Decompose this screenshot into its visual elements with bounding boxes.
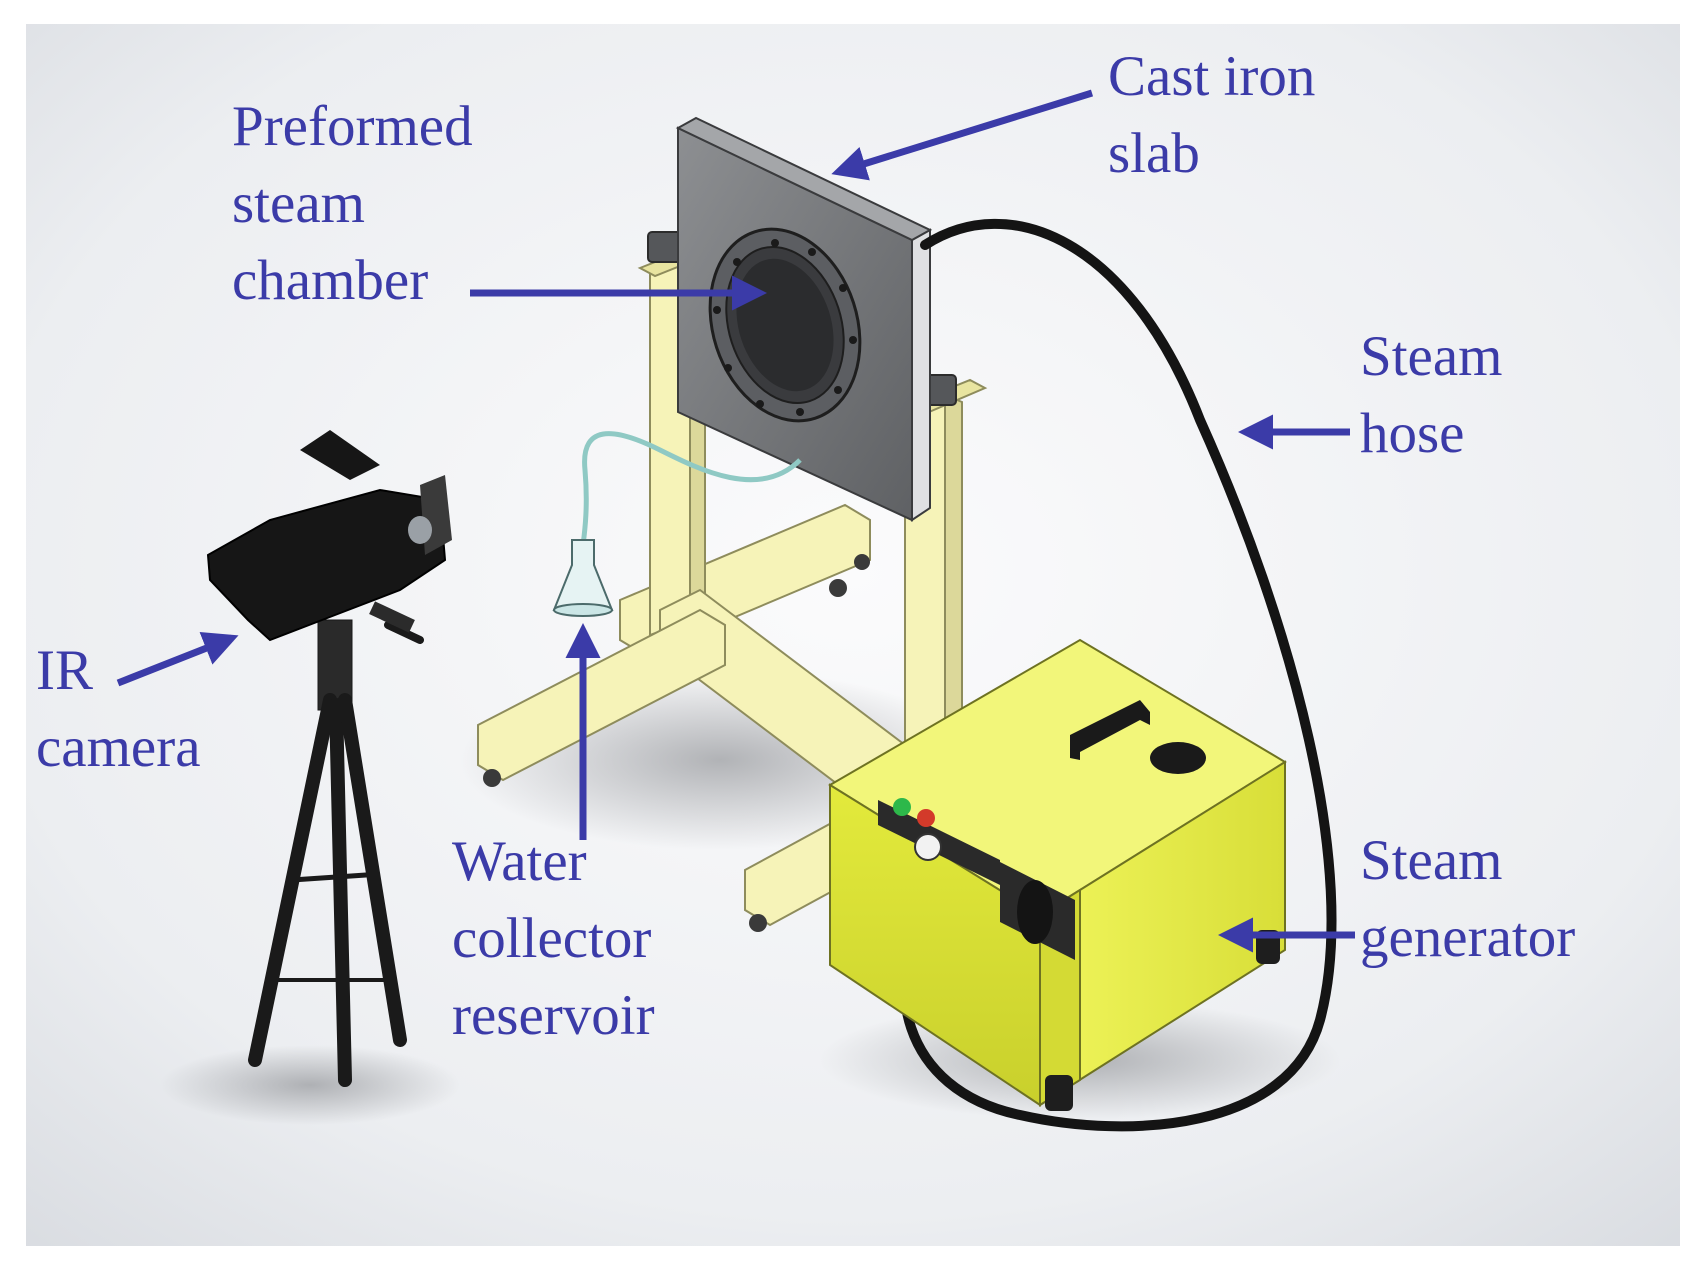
annotation-arrows	[116, 89, 1355, 953]
casters	[483, 554, 870, 932]
water-collector-flask	[552, 539, 614, 617]
label-line: generator	[1360, 906, 1576, 969]
label-line: Steam	[1360, 325, 1503, 388]
label-cast-iron-slab: Cast iron slab	[1108, 38, 1315, 192]
label-steam-generator: Steam generator	[1360, 822, 1575, 976]
hose-connector	[1000, 862, 1075, 960]
label-line: camera	[36, 716, 201, 779]
label-line: Preformed	[232, 95, 473, 158]
tripod-shadow	[160, 1045, 460, 1125]
arrow-cast-iron-slab	[831, 89, 1094, 181]
label-line: collector	[452, 907, 652, 970]
generator-control-panel	[878, 798, 1000, 885]
label-water-collector-reservoir: Water collector reservoir	[452, 823, 655, 1054]
label-line: chamber	[232, 249, 429, 312]
generator-handle	[1070, 700, 1206, 774]
label-line: Cast iron	[1108, 45, 1316, 108]
label-line: Steam	[1360, 829, 1503, 892]
tripod	[248, 619, 424, 1087]
label-line: IR	[36, 639, 93, 702]
label-preformed-steam-chamber: Preformed steam chamber	[232, 88, 473, 319]
label-line: slab	[1108, 122, 1200, 185]
label-line: Water	[452, 830, 587, 893]
label-line: reservoir	[452, 984, 655, 1047]
label-steam-hose: Steam hose	[1360, 318, 1502, 472]
label-line: hose	[1360, 402, 1465, 465]
label-ir-camera: IR camera	[36, 632, 201, 786]
arrow-ir-camera	[116, 632, 239, 687]
label-line: steam	[232, 172, 365, 235]
drain-tube	[580, 431, 802, 546]
ir-camera	[206, 430, 452, 642]
